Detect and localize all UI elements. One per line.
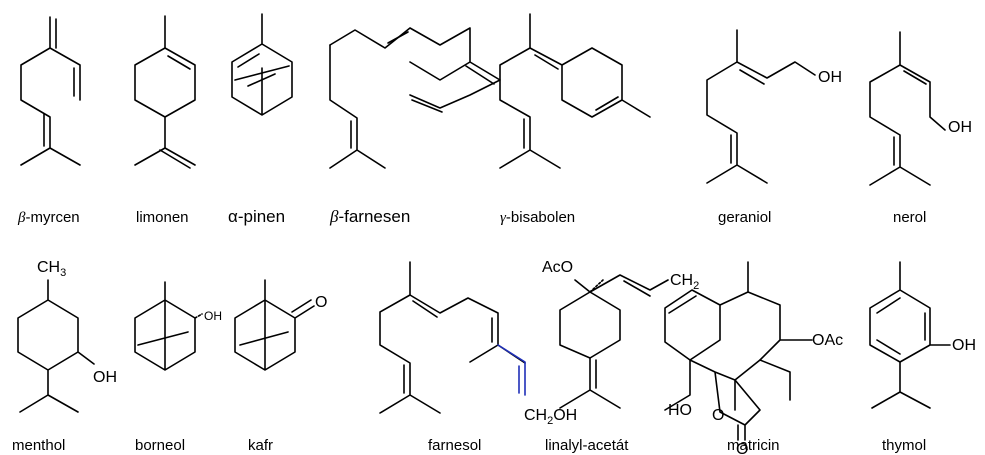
caption-pinen: α-pinen [228, 207, 285, 226]
molecule-menthol: CH3 OH menthol [12, 259, 117, 454]
menthol-ch3-label: CH3 [37, 259, 66, 279]
caption-matricin: matricin [727, 437, 780, 454]
menthol-oh-label: OH [93, 369, 117, 386]
molecule-nerol: OH nerol [869, 31, 972, 226]
matricin-o-ring-label: O [712, 407, 724, 424]
molecule-pinen: α-pinen [228, 13, 293, 226]
molecule-linalyl-acetat: AcO CH2 linalyl-acetát [542, 259, 699, 454]
caption-nerol: nerol [893, 209, 926, 226]
farnesol-ch2oh-label: CH2OH [524, 407, 577, 427]
caption-bisabolen: γ-bisabolen [500, 209, 575, 226]
caption-kafr: kafr [248, 437, 273, 454]
matricin-oac-label: OAc [812, 332, 843, 349]
matricin-o-keto-label: O [736, 441, 748, 455]
molecule-kafr: O kafr [234, 279, 327, 454]
geraniol-oh-label: OH [818, 69, 842, 86]
borneol-oh-label: OH [204, 309, 222, 323]
caption-thymol: thymol [882, 437, 926, 454]
molecule-bisabolen: γ-bisabolen [499, 13, 651, 226]
linalyl-aco-label: AcO [542, 259, 573, 276]
molecule-farnesen: β-farnesen [329, 27, 501, 226]
molecule-limonen: limonen [134, 15, 196, 226]
molecule-geraniol: OH geraniol [706, 29, 842, 226]
caption-borneol: borneol [135, 437, 185, 454]
molecule-thymol: OH thymol [869, 261, 976, 454]
molecule-matricin: OAc HO O O matricin [664, 261, 843, 455]
nerol-oh-label: OH [948, 119, 972, 136]
caption-menthol: menthol [12, 437, 65, 454]
kafr-o-label: O [315, 294, 327, 311]
caption-farnesol: farnesol [428, 437, 481, 454]
molecule-farnesol: CH2OH farnesol [379, 261, 577, 454]
caption-linalyl-acetat: linalyl-acetát [545, 437, 629, 454]
caption-myrcen: β-myrcen [17, 209, 80, 226]
linalyl-ch2-label: CH2 [670, 272, 699, 292]
caption-farnesen: β-farnesen [329, 207, 410, 226]
caption-geraniol: geraniol [718, 209, 771, 226]
thymol-oh-label: OH [952, 337, 976, 354]
molecule-borneol: OH borneol [134, 281, 222, 454]
molecule-myrcen: β-myrcen [17, 16, 81, 226]
matricin-ho-label: HO [668, 402, 692, 419]
caption-limonen: limonen [136, 209, 189, 226]
